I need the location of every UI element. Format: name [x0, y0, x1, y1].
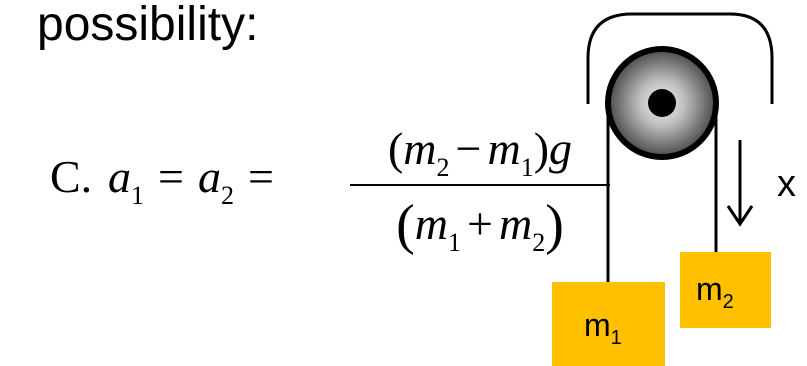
den-close-paren: ): [545, 194, 564, 256]
mass-1-label: m1: [584, 307, 622, 349]
mass-1-block: [552, 282, 665, 366]
num-m1: m: [487, 123, 521, 174]
a1-subscript: 1: [131, 181, 144, 210]
mass-1-symbol: m: [584, 307, 611, 343]
a2-subscript: 2: [220, 181, 234, 210]
formula-lhs: a1=a2=: [108, 150, 288, 211]
equals-sign-1: =: [158, 151, 184, 202]
num-m1-sub: 1: [520, 153, 534, 182]
direction-arrow-head: [726, 205, 754, 227]
num-minus: −: [455, 123, 482, 174]
num-open-paren: (: [387, 123, 404, 174]
mass-2-label: m2: [696, 271, 734, 313]
denominator: (m1+m2): [350, 192, 610, 257]
den-m2: m: [498, 198, 533, 249]
fraction-bar: [350, 184, 610, 186]
fraction: (m2−m1)g (m1+m2): [350, 120, 610, 257]
equals-sign-2: =: [247, 151, 274, 202]
den-plus: +: [467, 198, 493, 249]
axis-label-x: x: [777, 163, 796, 205]
a1-symbol: a: [108, 151, 131, 202]
num-close-paren: ): [533, 123, 550, 174]
option-label: C.: [50, 151, 93, 202]
den-m1-sub: 1: [448, 228, 462, 257]
num-m2: m: [403, 123, 437, 174]
acceleration-formula: C. a1=a2= (m2−m1)g (m1+m2): [50, 120, 610, 290]
mass-2-block: [680, 252, 771, 328]
pulley-axle: [648, 89, 676, 117]
num-g: g: [549, 123, 573, 174]
den-m2-sub: 2: [532, 228, 546, 257]
mass-1-subscript: 1: [611, 327, 622, 349]
numerator: (m2−m1)g: [350, 120, 610, 182]
den-m1: m: [414, 198, 449, 249]
support-bracket: [586, 12, 774, 104]
heading: possibility:: [37, 0, 259, 51]
mass-2-symbol: m: [696, 271, 723, 307]
mass-2-subscript: 2: [723, 291, 734, 313]
num-m2-sub: 2: [436, 153, 450, 182]
a2-symbol: a: [197, 151, 221, 202]
den-open-paren: (: [396, 194, 415, 256]
